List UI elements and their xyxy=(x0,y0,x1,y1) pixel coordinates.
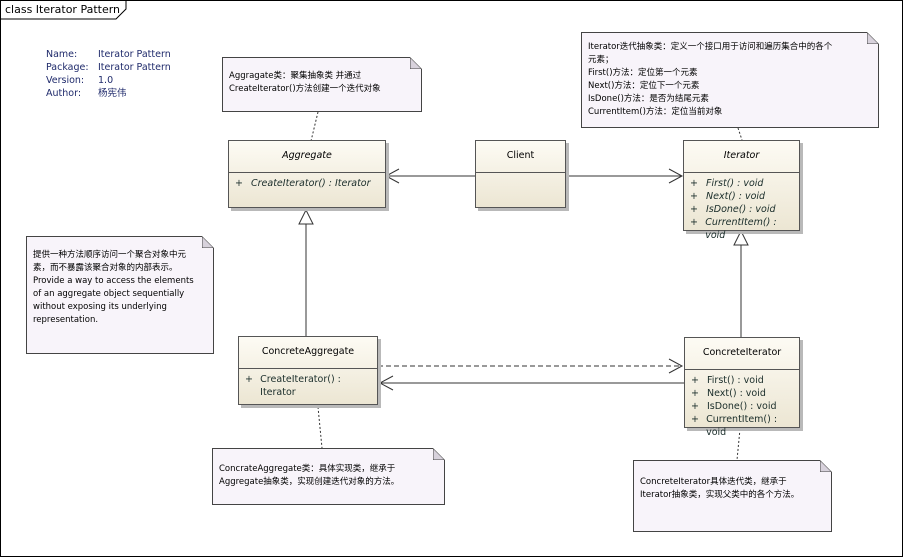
class-name: ConcreteAggregate xyxy=(239,337,377,369)
note-link-iterator xyxy=(737,127,743,141)
operation: +Next() : void xyxy=(691,388,766,399)
note-fold-icon xyxy=(820,460,832,472)
note-concrete-aggregate[interactable]: ConcrateAggregate类：具体实现类，继承于 Aggregate抽象… xyxy=(212,448,445,505)
meta-row: Version:1.0 xyxy=(46,75,114,86)
class-concrete-aggregate[interactable]: ConcreteAggregate +CreateIterator() : It… xyxy=(238,336,378,405)
assoc-client-aggregate-arrow xyxy=(384,168,400,184)
operation: +First() : void xyxy=(690,178,764,189)
note-link-concrete-aggregate xyxy=(317,406,323,449)
class-client[interactable]: Client xyxy=(475,140,566,208)
class-concrete-iterator[interactable]: ConcreteIterator +First() : void +Next()… xyxy=(684,337,800,438)
note-iterator[interactable]: Iterator迭代抽象类：定义一个接口用于访问和遍历集合中的各个 元素； Fi… xyxy=(581,32,879,128)
diagram-title: class Iterator Pattern xyxy=(1,1,129,19)
operation: +IsDone() : void xyxy=(690,204,776,215)
class-name: ConcreteIterator xyxy=(685,338,799,370)
class-name: Iterator xyxy=(684,141,799,173)
operation: +CurrentItem() : void xyxy=(690,217,777,241)
operation: +CreateIterator() : Iterator xyxy=(235,178,371,189)
note-pattern-intent[interactable]: 提供一种方法顺序访问一个聚合对象中元 素，而不暴露该聚合对象的内部表示。 Pro… xyxy=(26,236,214,354)
meta-row: Name:Iterator Pattern xyxy=(46,49,171,60)
operation: +CurrentItem() : void xyxy=(691,414,778,438)
class-iterator[interactable]: Iterator +First() : void +Next() : void … xyxy=(683,140,800,241)
meta-row: Author:杨宪伟 xyxy=(46,88,127,99)
note-fold-icon xyxy=(433,448,445,460)
note-concrete-iterator[interactable]: ConcreteIterator具体迭代类，继承于 Iterator抽象类，实现… xyxy=(633,460,832,532)
assoc-iterator-aggregate-arrow xyxy=(378,375,394,391)
frame-tab-outline xyxy=(1,1,127,20)
note-fold-icon xyxy=(202,236,214,248)
operation: +IsDone() : void xyxy=(691,401,777,412)
note-aggregate[interactable]: Aggragate类：聚集抽象类 并通过 CreateIterator()方法创… xyxy=(222,57,422,112)
dep-create-iterator-arrow xyxy=(668,358,684,374)
assoc-client-iterator-arrow xyxy=(668,168,684,184)
operation: +First() : void xyxy=(691,375,764,386)
gen-concrete-aggregate-head xyxy=(298,208,314,225)
note-link-aggregate xyxy=(310,111,319,142)
note-fold-icon xyxy=(867,32,879,44)
note-link-concrete-iterator xyxy=(736,428,741,461)
operation: +CreateIterator() : Iterator xyxy=(245,374,341,398)
meta-row: Package:Iterator Pattern xyxy=(46,62,171,73)
class-name: Client xyxy=(476,141,565,173)
diagram-metadata: Name:Iterator Pattern Package:Iterator P… xyxy=(46,48,171,100)
operation: +Next() : void xyxy=(690,191,766,202)
class-name: Aggregate xyxy=(229,141,385,173)
gen-concrete-iterator-head xyxy=(733,229,749,246)
note-fold-icon xyxy=(410,57,422,69)
class-aggregate[interactable]: Aggregate +CreateIterator() : Iterator xyxy=(228,140,386,208)
